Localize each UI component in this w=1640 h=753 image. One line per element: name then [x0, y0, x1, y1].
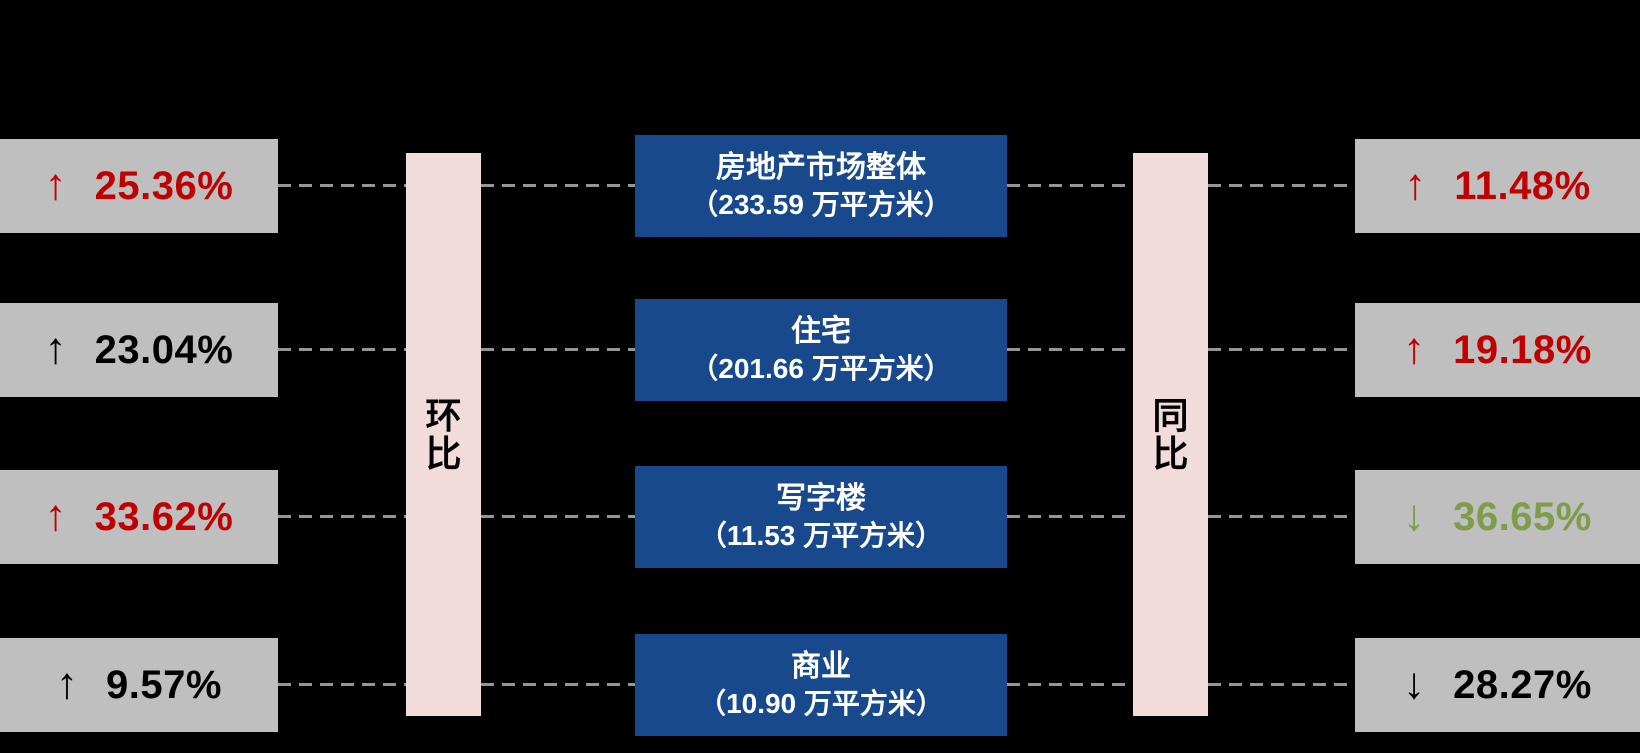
category-area-value: （11.53 万平方米） [698, 520, 944, 552]
connector-dash [1007, 184, 1133, 187]
category-box-residential: 住宅 （201.66 万平方米） [635, 299, 1007, 401]
connector-dash [1208, 683, 1355, 686]
connector-dash [1007, 515, 1133, 518]
yoy-stat-box-office: ↓ 36.65% [1355, 470, 1640, 564]
yoy-stat-box-residential: ↑ 19.18% [1355, 303, 1640, 397]
yoy-value-commercial: 28.27% [1453, 663, 1592, 707]
up-arrow-icon: ↑ [1403, 324, 1426, 373]
mom-value-residential: 23.04% [94, 328, 234, 372]
mom-stat-box-overall: ↑ 25.36% [0, 139, 278, 233]
category-area-value: （10.90 万平方米） [698, 688, 944, 720]
yoy-connector-bar: 同比 [1133, 153, 1208, 716]
connector-dash [278, 348, 406, 351]
category-label: 商业 [791, 650, 851, 684]
down-arrow-icon: ↓ [1403, 491, 1426, 540]
connector-dash [481, 683, 635, 686]
mom-value-commercial: 9.57% [106, 663, 222, 707]
yoy-value-overall: 11.48% [1454, 164, 1591, 208]
category-box-commercial: 商业 （10.90 万平方米） [635, 634, 1007, 736]
mom-stat-box-residential: ↑ 23.04% [0, 303, 278, 397]
yoy-stat-box-overall: ↑ 11.48% [1355, 139, 1640, 233]
yoy-value-office: 36.65% [1453, 495, 1592, 539]
connector-dash [1208, 348, 1355, 351]
yoy-stat-box-commercial: ↓ 28.27% [1355, 638, 1640, 732]
connector-dash [481, 515, 635, 518]
yoy-bar-label: 同比 [1152, 394, 1189, 474]
up-arrow-icon: ↑ [44, 491, 67, 540]
mom-connector-bar: 环比 [406, 153, 481, 716]
connector-dash [278, 515, 406, 518]
connector-dash [1007, 348, 1133, 351]
category-label: 房地产市场整体 [716, 151, 926, 185]
connector-dash [1208, 515, 1355, 518]
yoy-value-residential: 19.18% [1453, 328, 1592, 372]
up-arrow-icon: ↑ [44, 324, 67, 373]
connector-dash [278, 184, 406, 187]
category-label: 写字楼 [776, 482, 866, 516]
category-box-office: 写字楼 （11.53 万平方米） [635, 466, 1007, 568]
connector-dash [1007, 683, 1133, 686]
mom-bar-label: 环比 [425, 394, 462, 474]
category-area-value: （233.59 万平方米） [690, 189, 952, 221]
up-arrow-icon: ↑ [1404, 160, 1427, 209]
mom-value-office: 33.62% [94, 495, 234, 539]
mom-stat-box-commercial: ↑ 9.57% [0, 638, 278, 732]
up-arrow-icon: ↑ [44, 160, 67, 209]
connector-dash [278, 683, 406, 686]
category-area-value: （201.66 万平方米） [690, 353, 952, 385]
up-arrow-icon: ↑ [56, 659, 79, 708]
category-box-overall: 房地产市场整体 （233.59 万平方米） [635, 135, 1007, 237]
connector-dash [481, 348, 635, 351]
connector-dash [481, 184, 635, 187]
category-label: 住宅 [791, 315, 851, 349]
down-arrow-icon: ↓ [1403, 659, 1426, 708]
mom-value-overall: 25.36% [94, 164, 234, 208]
connector-dash [1208, 184, 1355, 187]
mom-stat-box-office: ↑ 33.62% [0, 470, 278, 564]
